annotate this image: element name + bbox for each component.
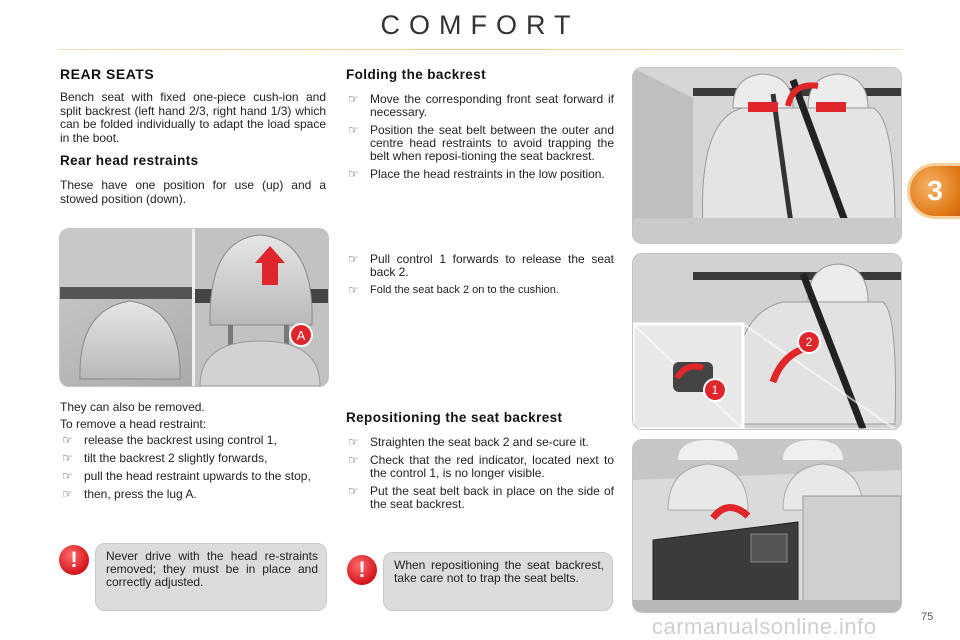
- rear-seat-image-3: [632, 439, 902, 613]
- page-title: COMFORT: [380, 10, 580, 40]
- removal-line-1: They can also be removed.: [60, 400, 205, 414]
- warning-icon: !: [347, 555, 377, 585]
- chapter-tab[interactable]: 3: [910, 166, 960, 216]
- rear-seats-intro: Bench seat with fixed one-piece cush-ion…: [60, 90, 326, 145]
- pointer-hand-icon: ☞: [348, 283, 359, 297]
- repositioning-heading: Repositioning the seat backrest: [346, 410, 563, 425]
- folding-steps-list: ☞Move the corresponding front seat forwa…: [346, 93, 614, 186]
- head-restraint-warning: Never drive with the head re-straints re…: [95, 543, 327, 611]
- callout-label-a: A: [291, 325, 311, 345]
- pointer-hand-icon: ☞: [348, 123, 359, 137]
- removal-line-2: To remove a head restraint:: [60, 417, 207, 431]
- list-item: ☞pull the head restraint upwards to the …: [62, 469, 311, 483]
- pointer-hand-icon: ☞: [62, 433, 73, 447]
- pointer-hand-icon: ☞: [348, 92, 359, 106]
- list-item: ☞tilt the backrest 2 slightly forwards,: [62, 451, 268, 465]
- removal-steps-list: ☞release the backrest using control 1, ☞…: [60, 434, 326, 506]
- list-item: ☞Put the seat belt back in place on the …: [348, 484, 614, 511]
- repositioning-steps-list: ☞Straighten the seat back 2 and se-cure …: [346, 436, 614, 516]
- pointer-hand-icon: ☞: [348, 435, 359, 449]
- pointer-hand-icon: ☞: [348, 252, 359, 266]
- pointer-hand-icon: ☞: [62, 451, 73, 465]
- pointer-hand-icon: ☞: [62, 469, 73, 483]
- list-item: ☞Position the seat belt between the oute…: [348, 123, 614, 163]
- list-item: ☞then, press the lug A.: [62, 487, 197, 501]
- rear-seat-illustration-3: [633, 440, 901, 612]
- list-item: ☞Place the head restraints in the low po…: [348, 167, 605, 181]
- rear-seat-illustration-1: [633, 68, 901, 243]
- list-item: ☞Straighten the seat back 2 and se-cure …: [348, 435, 589, 449]
- repositioning-warning: When repositioning the seat backrest, ta…: [383, 552, 613, 611]
- head-restraint-image: [59, 228, 329, 387]
- head-restraint-illustration: [60, 229, 328, 386]
- list-item: ☞Fold the seat back 2 on to the cushion.: [348, 283, 559, 297]
- header-divider: [58, 49, 902, 50]
- warning-icon: !: [59, 545, 89, 575]
- pointer-hand-icon: ☞: [348, 484, 359, 498]
- callout-label-1: 1: [705, 380, 725, 400]
- rear-seat-image-1: [632, 67, 902, 244]
- pointer-hand-icon: ☞: [62, 487, 73, 501]
- head-restraints-heading: Rear head restraints: [60, 153, 199, 168]
- rear-seats-heading: REAR SEATS: [60, 66, 155, 82]
- callout-label-2: 2: [799, 332, 819, 352]
- page-number: 75: [921, 611, 934, 623]
- pointer-hand-icon: ☞: [348, 167, 359, 181]
- rear-seat-illustration-2: [633, 254, 901, 429]
- list-item: ☞Check that the red indicator, located n…: [348, 453, 614, 480]
- list-item: ☞release the backrest using control 1,: [62, 433, 277, 447]
- folding-steps-list-2: ☞Pull control 1 forwards to release the …: [346, 253, 614, 302]
- rear-seat-image-2: [632, 253, 902, 430]
- pointer-hand-icon: ☞: [348, 453, 359, 467]
- watermark: carmanualsonline.info: [652, 614, 877, 639]
- head-restraints-intro: These have one position for use (up) and…: [60, 178, 326, 206]
- folding-heading: Folding the backrest: [346, 67, 487, 82]
- list-item: ☞Move the corresponding front seat forwa…: [348, 92, 614, 119]
- list-item: ☞Pull control 1 forwards to release the …: [348, 252, 614, 279]
